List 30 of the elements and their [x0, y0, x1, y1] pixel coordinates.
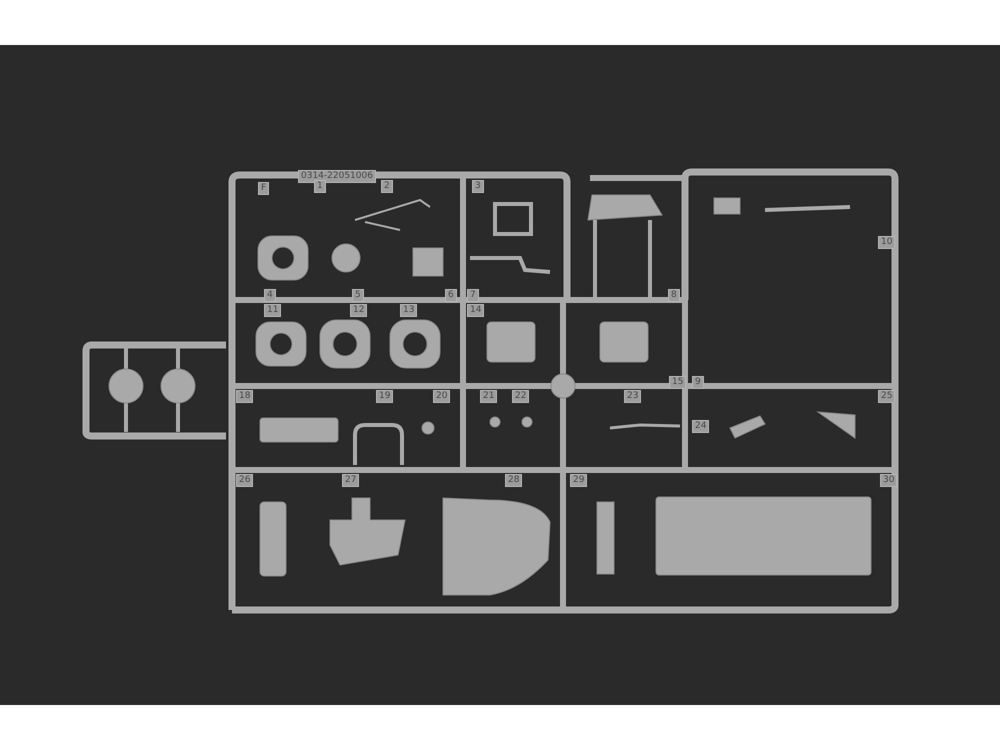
part-number-tag: 6: [445, 289, 457, 302]
part-number-tag: 23: [624, 390, 642, 403]
part-number-tag: 24: [692, 420, 710, 433]
part-number-tag: 19: [376, 390, 394, 403]
part-number-tag: F: [258, 182, 270, 195]
part-number-tag: 9: [692, 376, 704, 389]
part-number-tag: 21: [480, 390, 498, 403]
part-number-tag: 2: [381, 180, 393, 193]
part-number-tag: 8: [668, 289, 680, 302]
part-number-tag: 5: [352, 289, 364, 302]
part-number-tag: 4: [264, 289, 276, 302]
part-number-tag: 18: [236, 390, 254, 403]
part-number-tag: 1: [314, 180, 326, 193]
part-number-tag: 25: [878, 390, 896, 403]
part-number-tag: 27: [342, 474, 360, 487]
part-number-tag: 15: [669, 376, 686, 389]
part-number-tag: 28: [505, 474, 522, 487]
part-number-tag: 10: [878, 236, 896, 249]
part-number-tag: 0314-22051006: [298, 170, 376, 183]
part-number-tag: 13: [400, 304, 418, 317]
part-number-tag: 7: [467, 289, 479, 302]
part-number-tag: 30: [880, 474, 898, 487]
part-number-tag: 11: [264, 304, 282, 317]
part-number-tag: 12: [350, 304, 368, 317]
part-number-tag: 29: [570, 474, 588, 487]
part-number-tag: 20: [433, 390, 450, 403]
part-number-tag: 22: [512, 390, 530, 403]
part-number-tag: 14: [467, 304, 484, 317]
part-number-tag: 26: [236, 474, 254, 487]
part-number-tag: 3: [472, 180, 484, 193]
